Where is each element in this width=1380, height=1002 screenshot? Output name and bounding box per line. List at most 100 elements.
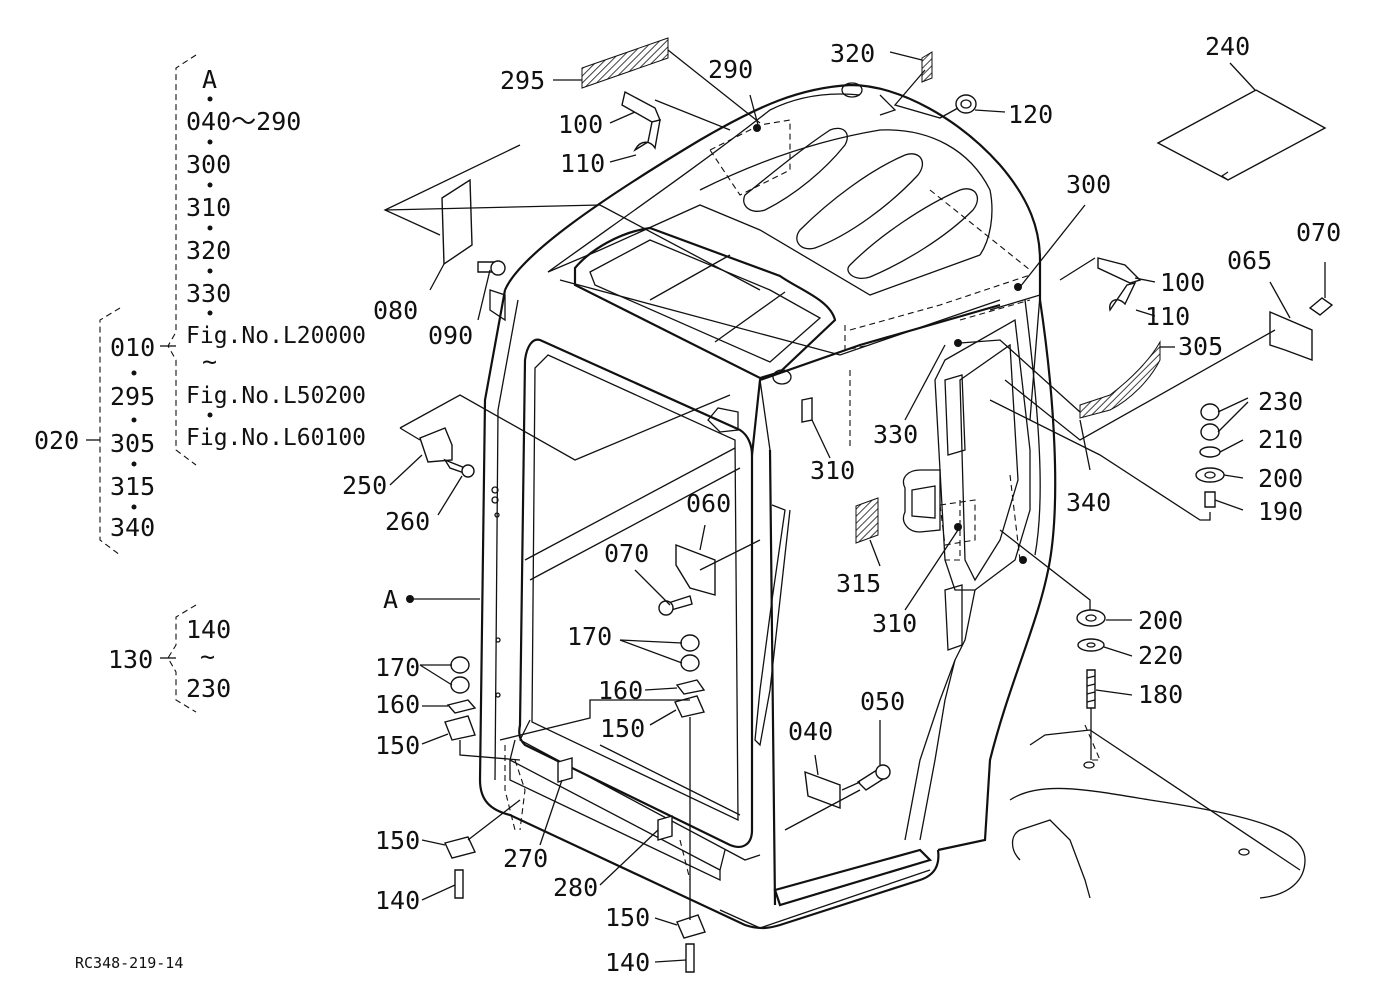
part-100b <box>1097 257 1142 284</box>
callout-170: 170 <box>567 622 612 651</box>
callout-200: 200 <box>1138 606 1183 635</box>
callout-330: 330 <box>873 420 918 449</box>
part-305-strip <box>1079 340 1161 419</box>
callout-140: 140 <box>375 886 420 915</box>
part-210-washer <box>1199 446 1221 458</box>
callout-295: 295 <box>500 66 545 95</box>
part-170a-nut-2 <box>450 676 470 694</box>
part-220-washer <box>1077 638 1105 652</box>
callout-labels: A 295 290 320 240 100 110 120 300 100 11… <box>342 32 1341 977</box>
callout-150: 150 <box>600 714 645 743</box>
part-150a-plate <box>444 715 476 741</box>
parts <box>419 37 1334 973</box>
part-110b <box>1109 281 1137 312</box>
callout-150: 150 <box>375 826 420 855</box>
callout-320: 320 <box>830 39 875 68</box>
bracket-a-item: 040～290 <box>186 107 301 136</box>
callout-180: 180 <box>1138 680 1183 709</box>
part-280-clip <box>657 815 673 841</box>
callout-210: 210 <box>1258 425 1303 454</box>
bracket-a-item: 330 <box>186 279 231 308</box>
callout-170: 170 <box>375 653 420 682</box>
part-170a-nut-1 <box>450 656 470 674</box>
callout-270: 270 <box>503 844 548 873</box>
part-200a-washer <box>1195 467 1225 483</box>
bracket-020-group: 020 010 295 305 315 340 <box>34 333 155 542</box>
bracket-a-group: A 040～290 300 310 320 330 Fig.No.L20000 … <box>186 65 366 451</box>
callout-310: 310 <box>872 609 917 638</box>
callout-040: 040 <box>788 717 833 746</box>
drawing-code: RC348-219-14 <box>75 954 183 972</box>
callout-300: 300 <box>1066 170 1111 199</box>
callout-060: 060 <box>686 489 731 518</box>
part-080-plate <box>441 178 473 266</box>
bracket-a-item: 310 <box>186 193 231 222</box>
part-160b-washer <box>675 679 706 695</box>
callout-110: 110 <box>1145 302 1190 331</box>
part-320 <box>921 51 933 83</box>
part-295-strip <box>581 37 669 89</box>
part-190-pin <box>1204 491 1216 508</box>
callout-160: 160 <box>598 676 643 705</box>
part-230-nut-1 <box>1200 403 1220 421</box>
part-150b-plate <box>674 695 705 718</box>
callout-305: 305 <box>1178 332 1223 361</box>
part-270-clip <box>557 757 573 783</box>
bracket-a-item: ~ <box>202 347 217 376</box>
bracket-020-item: 295 <box>110 382 155 411</box>
bracket-130-item: 140 <box>186 615 231 644</box>
bracket-130-item: 230 <box>186 674 231 703</box>
callout-160: 160 <box>375 690 420 719</box>
callout-120: 120 <box>1008 100 1053 129</box>
bracket-020-item: 305 <box>110 429 155 458</box>
bracket-a-item: Fig.No.L20000 <box>186 323 366 349</box>
leader-lines <box>383 49 1326 963</box>
part-110a <box>633 119 661 152</box>
part-150d-plate <box>676 914 706 939</box>
callout-340: 340 <box>1066 488 1111 517</box>
part-060-plate <box>675 543 716 596</box>
callout-110: 110 <box>560 149 605 178</box>
callout-080: 080 <box>373 296 418 325</box>
callout-140: 140 <box>605 948 650 977</box>
part-120-ring <box>955 94 977 114</box>
callout-220: 220 <box>1138 641 1183 670</box>
cabin-body <box>478 82 1057 930</box>
part-065-bracket <box>1269 310 1313 362</box>
callout-100: 100 <box>558 110 603 139</box>
bracket-130-head: 130 <box>108 645 153 674</box>
part-170b-nut-2 <box>680 654 700 672</box>
part-070a-bolt <box>1308 297 1334 316</box>
bracket-130-item: ~ <box>200 642 215 671</box>
callout-065: 065 <box>1227 246 1272 275</box>
callout-a: A <box>383 585 398 614</box>
callout-200: 200 <box>1258 464 1303 493</box>
part-170b-nut-1 <box>680 634 700 652</box>
part-230-nut-2 <box>1200 423 1220 441</box>
part-100a <box>621 90 661 123</box>
bracket-a-head: A <box>202 65 217 94</box>
bracket-020-item: 340 <box>110 513 155 542</box>
part-240-sheet <box>1156 89 1327 181</box>
bracket-a-item: 300 <box>186 150 231 179</box>
callout-150: 150 <box>605 903 650 932</box>
bracket-020-item: 010 <box>110 333 155 362</box>
callout-310: 310 <box>810 456 855 485</box>
base-floor <box>1009 729 1306 899</box>
part-160a-washer <box>446 699 477 714</box>
callout-150: 150 <box>375 731 420 760</box>
part-140b-stud <box>685 943 695 973</box>
part-040-plate <box>804 770 841 810</box>
bracket-a-item: 320 <box>186 236 231 265</box>
callout-260: 260 <box>385 507 430 536</box>
callout-070: 070 <box>1296 218 1341 247</box>
bracket-130-group: 130 140 ~ 230 <box>108 615 231 703</box>
part-315-pad <box>855 497 879 544</box>
bracket-020-head: 020 <box>34 426 79 455</box>
assembly-guides <box>504 119 1101 881</box>
callout-290: 290 <box>708 55 753 84</box>
callout-230: 230 <box>1258 387 1303 416</box>
callout-090: 090 <box>428 321 473 350</box>
part-200b-washer <box>1076 609 1106 627</box>
